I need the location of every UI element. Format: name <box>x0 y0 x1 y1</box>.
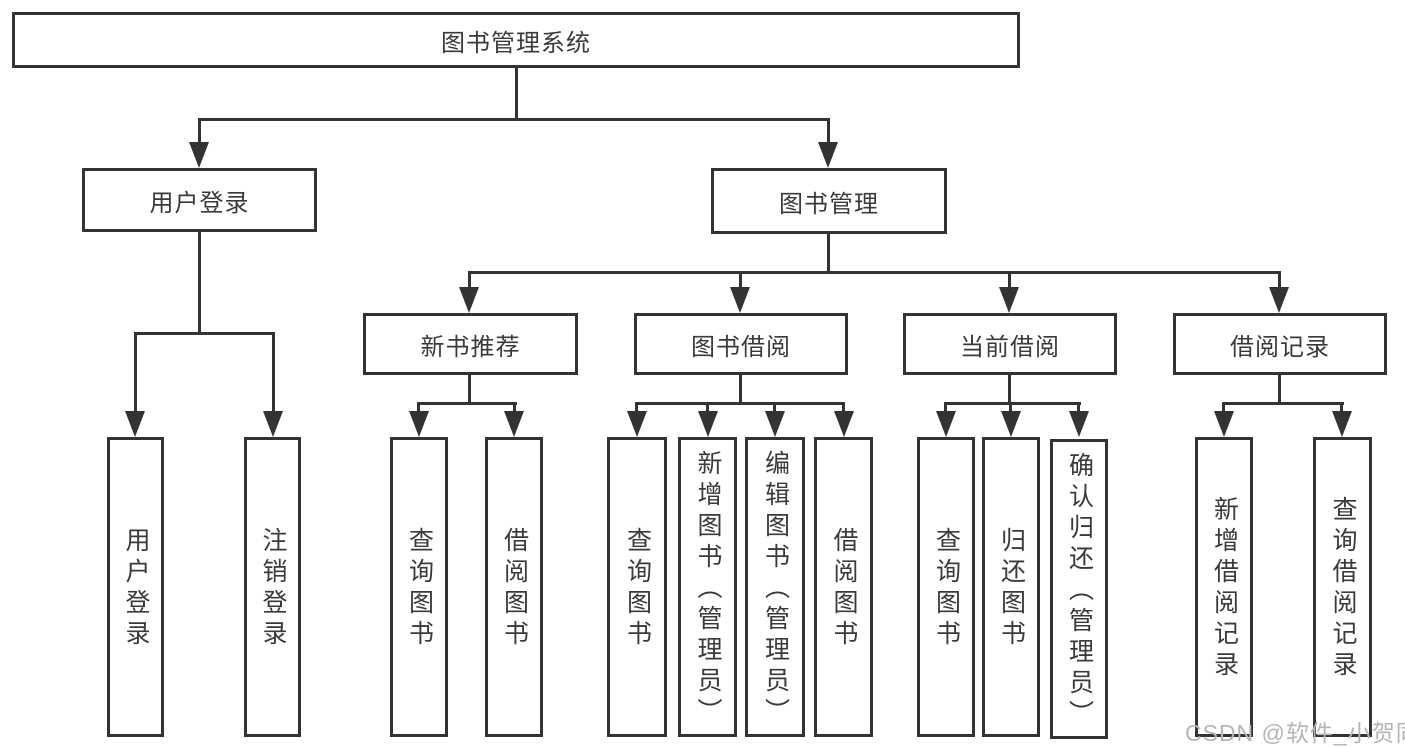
arrowhead-icon <box>263 411 283 437</box>
node-leaf-query-borrow-record: 查询借阅记录 <box>1313 437 1372 737</box>
arrowhead-icon <box>1214 411 1234 437</box>
node-leaf-logout: 注销登录 <box>244 437 301 737</box>
node-book-borrowing: 图书借阅 <box>634 313 848 375</box>
node-leaf-edit-books-admin: 编辑图书（管理员） <box>745 437 805 737</box>
connector-current-drop <box>1008 375 1011 405</box>
connector-stub <box>706 402 709 414</box>
connector-stub <box>635 402 638 414</box>
connector-stub <box>944 402 947 414</box>
connector-bookmgmt-drop <box>827 234 830 274</box>
connector-stub <box>1222 402 1225 414</box>
connector-stub <box>827 118 830 146</box>
arrowhead-icon <box>1001 411 1021 437</box>
arrowhead-icon <box>1332 411 1352 437</box>
connector-borrow-drop <box>739 375 742 405</box>
connector-stub <box>417 402 420 414</box>
csdn-watermark: CSDN @软件_小贺同学 <box>1185 720 1405 746</box>
connector-records-branch <box>1222 402 1344 405</box>
connector-stub <box>1340 402 1343 414</box>
connector-stub <box>1278 271 1281 291</box>
node-leaf-return-books: 归还图书 <box>982 437 1040 737</box>
node-current-borrowing: 当前借阅 <box>903 313 1117 375</box>
connector-borrow-branch <box>635 402 845 405</box>
connector-stub <box>513 402 516 414</box>
arrowhead-icon <box>1069 411 1089 437</box>
node-borrowing-records: 借阅记录 <box>1173 313 1387 375</box>
connector-root-branch <box>198 118 830 121</box>
node-leaf-query-books-borrow: 查询图书 <box>607 437 667 737</box>
arrowhead-icon <box>999 287 1019 313</box>
node-leaf-add-borrow-record: 新增借阅记录 <box>1195 437 1253 737</box>
connector-stub <box>1077 402 1080 414</box>
arrowhead-icon <box>698 411 718 437</box>
connector-current-branch <box>944 402 1081 405</box>
arrowhead-icon <box>765 411 785 437</box>
arrowhead-icon <box>818 142 838 168</box>
arrowhead-icon <box>409 411 429 437</box>
connector-stub <box>773 402 776 414</box>
connector-records-drop <box>1278 375 1281 405</box>
connector-stub <box>198 118 201 146</box>
connector-stub <box>1009 402 1012 414</box>
arrowhead-icon <box>627 411 647 437</box>
connector-newbook-drop <box>468 375 471 405</box>
node-leaf-borrow-books-recommend: 借阅图书 <box>485 437 543 737</box>
node-library-management-system: 图书管理系统 <box>12 12 1020 68</box>
node-user-login: 用户登录 <box>82 168 317 232</box>
arrowhead-icon <box>936 411 956 437</box>
arrowhead-icon <box>125 411 145 437</box>
connector-userlogin-drop <box>198 232 201 335</box>
connector-stub <box>739 271 742 291</box>
node-leaf-confirm-return-admin: 确认归还（管理员） <box>1050 439 1108 739</box>
connector-stub <box>1008 271 1011 291</box>
connector-stub <box>468 271 471 291</box>
arrowhead-icon <box>1269 287 1289 313</box>
connector-stub <box>134 332 137 414</box>
node-book-management: 图书管理 <box>711 168 947 234</box>
connector-userlogin-branch <box>134 332 275 335</box>
node-leaf-query-books-current: 查询图书 <box>917 437 975 737</box>
connector-stub <box>842 402 845 414</box>
node-leaf-user-login: 用户登录 <box>107 437 164 737</box>
node-leaf-query-books-recommend: 查询图书 <box>390 437 448 737</box>
arrowhead-icon <box>504 411 524 437</box>
arrowhead-icon <box>730 287 750 313</box>
arrowhead-icon <box>459 287 479 313</box>
connector-newbook-branch <box>417 402 517 405</box>
node-leaf-add-books-admin: 新增图书（管理员） <box>678 437 737 737</box>
connector-stub <box>272 332 275 414</box>
arrowhead-icon <box>834 411 854 437</box>
arrowhead-icon <box>189 142 209 168</box>
connector-bookmgmt-branch <box>468 271 1281 274</box>
node-leaf-borrow-books: 借阅图书 <box>814 437 873 737</box>
connector-root-drop <box>515 68 518 120</box>
node-new-book-recommendation: 新书推荐 <box>363 313 578 375</box>
